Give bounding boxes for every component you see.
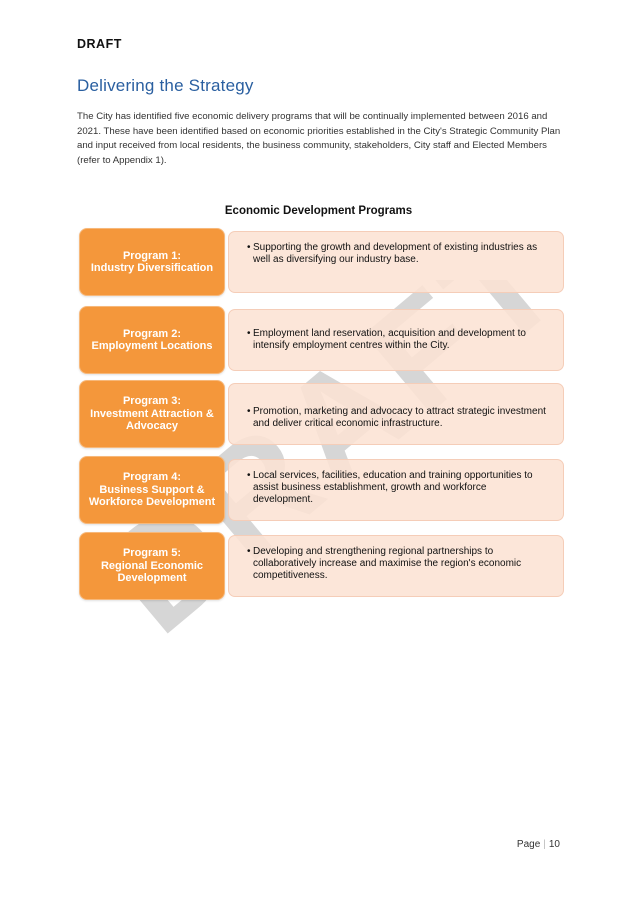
bullet-icon: • (247, 546, 251, 557)
program-description-4: •Local services, facilities, education a… (228, 459, 564, 521)
program-box-2: Program 2: Employment Locations (79, 306, 225, 374)
program-row-4: Program 4: Business Support & Workforce … (79, 456, 567, 524)
program-row-3: Program 3: Investment Attraction & Advoc… (79, 380, 567, 448)
program-box-1: Program 1: Industry Diversification (79, 228, 225, 296)
program-row-5: Program 5: Regional Economic Development… (79, 532, 567, 600)
program-box-4: Program 4: Business Support & Workforce … (79, 456, 225, 524)
description-text-3: Promotion, marketing and advocacy to att… (253, 406, 546, 429)
description-text-1: Supporting the growth and development of… (253, 242, 538, 265)
program-box-5: Program 5: Regional Economic Development (79, 532, 225, 600)
description-text-4: Local services, facilities, education an… (253, 470, 533, 505)
page-separator: | (543, 839, 546, 850)
bullet-icon: • (247, 242, 251, 253)
page-number-value: 10 (548, 839, 560, 850)
program-description-1: •Supporting the growth and development o… (228, 231, 564, 293)
draft-label: DRAFT (77, 37, 122, 51)
program-row-2: Program 2: Employment Locations •Employm… (79, 306, 567, 374)
page-number: Page|10 (517, 839, 560, 850)
program-box-3: Program 3: Investment Attraction & Advoc… (79, 380, 225, 448)
program-description-5: •Developing and strengthening regional p… (228, 535, 564, 597)
description-text-5: Developing and strengthening regional pa… (253, 546, 522, 581)
program-description-2: •Employment land reservation, acquisitio… (228, 309, 564, 371)
diagram-title: Economic Development Programs (224, 205, 413, 217)
description-text-2: Employment land reservation, acquisition… (253, 328, 526, 351)
bullet-icon: • (247, 328, 251, 339)
intro-paragraph: The City has identified five economic de… (77, 111, 561, 166)
page-label: Page (516, 839, 541, 850)
bullet-icon: • (247, 470, 251, 481)
bullet-icon: • (247, 406, 251, 417)
program-description-3: •Promotion, marketing and advocacy to at… (228, 383, 564, 445)
section-heading: Delivering the Strategy (77, 76, 254, 95)
program-row-1: Program 1: Industry Diversification •Sup… (79, 228, 567, 296)
